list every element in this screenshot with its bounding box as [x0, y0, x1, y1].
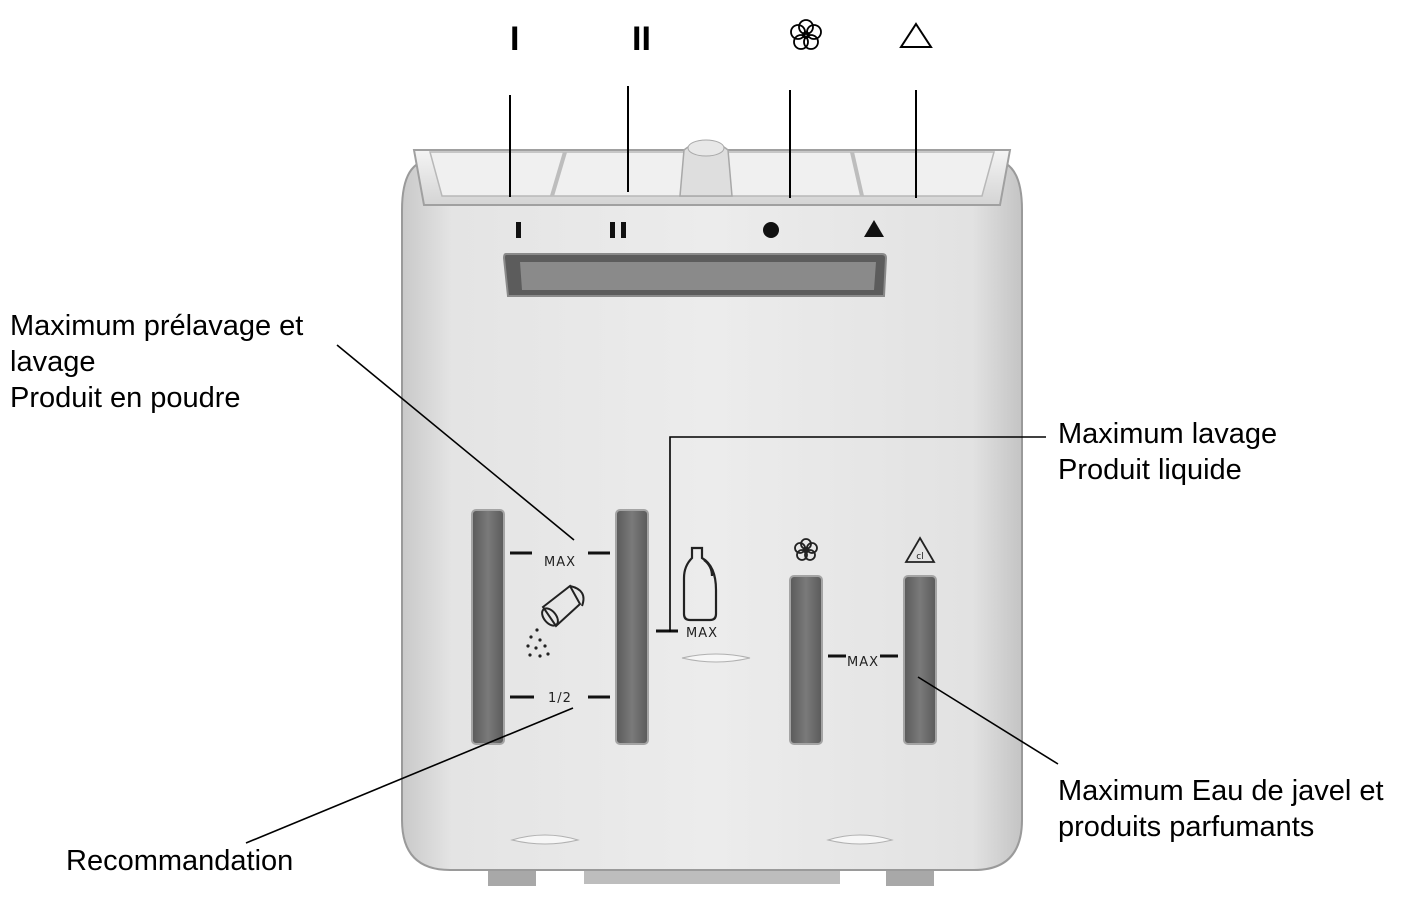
finger-grip-bottom-right — [826, 834, 894, 845]
callout-powder-max-line: Maximum prélavage et — [10, 310, 304, 342]
bleach-triangle-icon: cl — [904, 536, 936, 563]
level-window-powder-left — [471, 509, 505, 745]
callout-powder-max-line: lavage — [10, 346, 96, 378]
mark-max-bleach: MAX — [847, 655, 879, 670]
rim-triangle-icon — [864, 220, 884, 237]
drawer-body — [401, 159, 1023, 871]
softener-flower-icon — [794, 538, 818, 561]
leader-liquid-max — [669, 436, 1046, 632]
mark-max-powder: MAX — [544, 555, 576, 570]
handle-inner — [520, 262, 876, 290]
mark-max-liquid: MAX — [686, 626, 718, 641]
callout-powder-max: Maximum prélavage et lavage Produit en p… — [10, 308, 303, 416]
level-window-bleach — [903, 575, 937, 745]
leader-bleach-max — [917, 676, 1059, 765]
callout-powder-max-line: Produit en poudre — [10, 382, 241, 414]
level-window-powder-right — [615, 509, 649, 745]
callout-bleach-line: Maximum Eau de javel et — [1058, 775, 1384, 807]
top-triangle-icon — [899, 22, 933, 48]
bleach-badge-text: cl — [916, 552, 923, 562]
callout-bleach-softener-max: Maximum Eau de javel et produits parfuma… — [1058, 773, 1384, 845]
rim-mark-ii-a — [610, 222, 615, 238]
compartment-divider — [850, 151, 864, 197]
callout-bleach-line: produits parfumants — [1058, 811, 1315, 843]
leader-powder-max — [336, 344, 575, 541]
compartment-divider — [550, 151, 567, 197]
finger-grip-bottom-left — [510, 834, 580, 845]
siphon-cap — [687, 139, 725, 157]
callout-liquid-max-line: Produit liquide — [1058, 454, 1242, 486]
rim-flower-icon — [763, 222, 779, 238]
powder-scoop-icon — [526, 584, 585, 658]
callout-recommendation-line: Recommandation — [66, 845, 294, 877]
rim-mark-ii-b — [621, 222, 626, 238]
mark-half-powder: 1/2 — [548, 691, 572, 706]
top-label-compartment-1: I — [510, 20, 520, 58]
leader-recommendation — [245, 707, 574, 844]
level-window-softener — [789, 575, 823, 745]
top-label-compartment-2: II — [632, 20, 651, 58]
finger-grip-center — [681, 653, 751, 663]
callout-liquid-max: Maximum lavage Produit liquide — [1058, 416, 1277, 488]
callout-liquid-max-line: Maximum lavage — [1058, 418, 1278, 450]
top-flower-icon — [790, 19, 822, 50]
rim-mark-i — [516, 222, 521, 238]
liquid-bottle-icon — [682, 546, 718, 622]
callout-recommendation: Recommandation — [66, 843, 293, 879]
